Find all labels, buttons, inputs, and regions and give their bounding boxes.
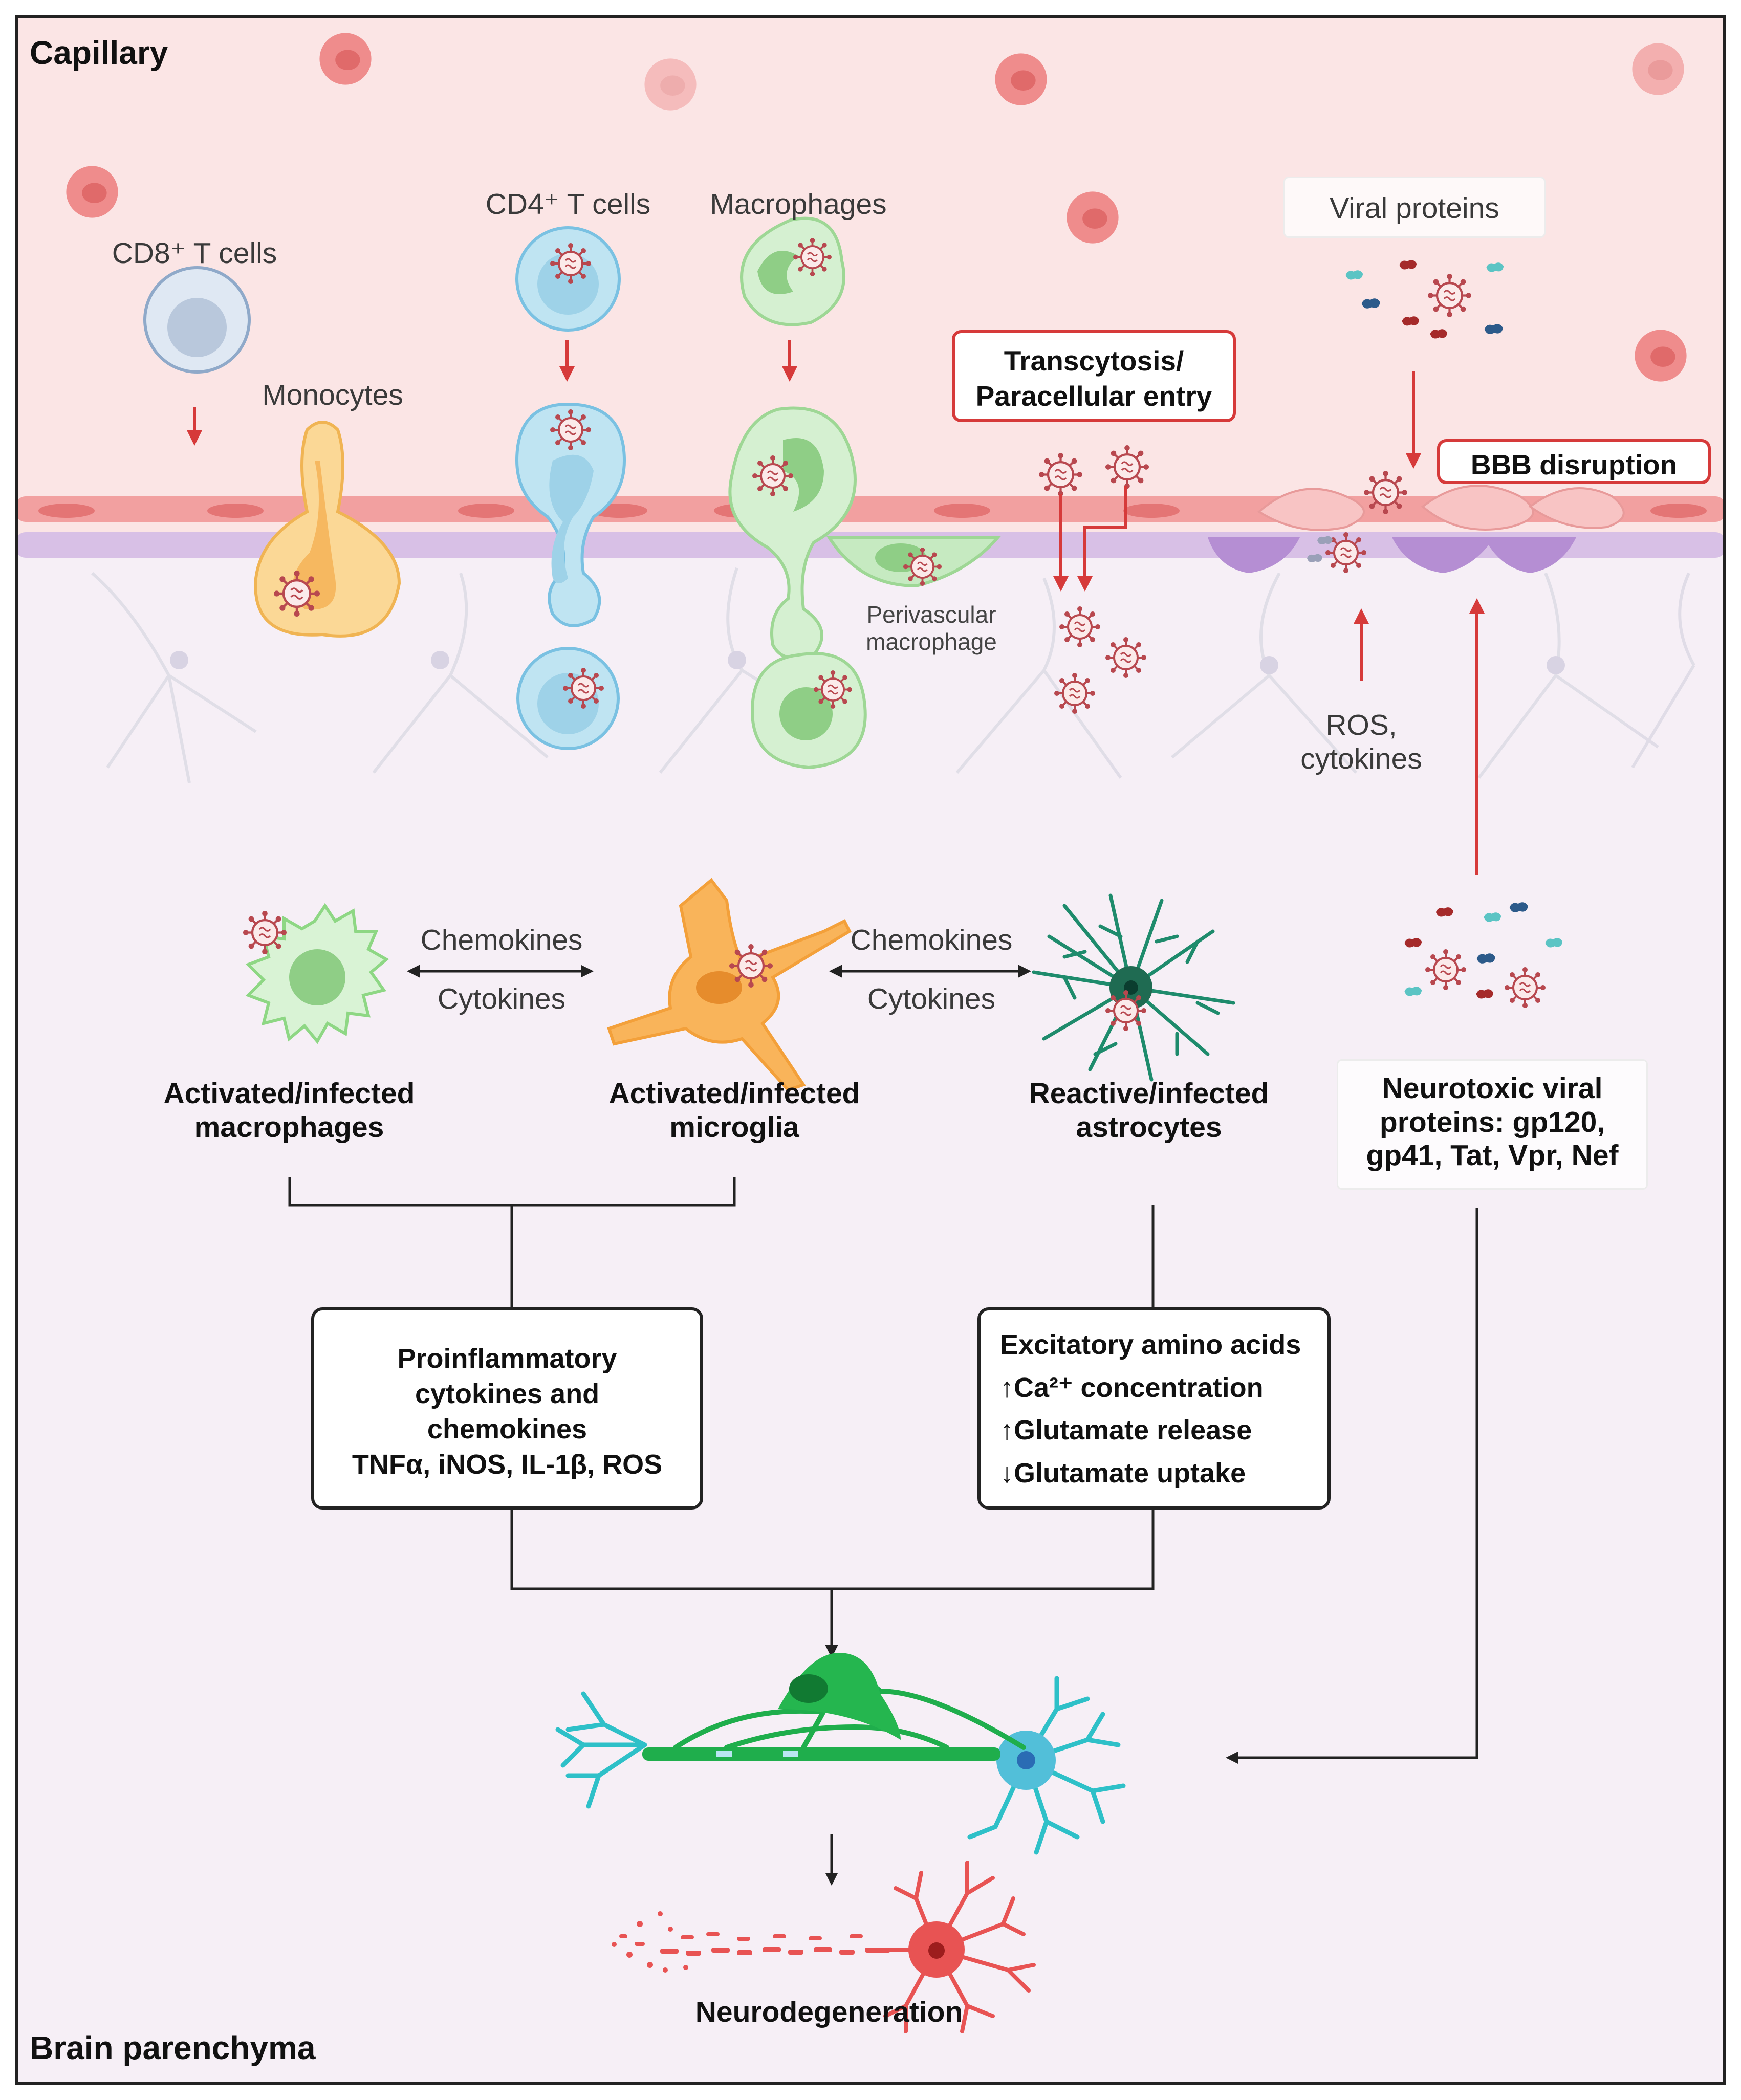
virus-icon (1039, 453, 1082, 496)
neurodegeneration-label: Neurodegeneration (695, 1996, 963, 2028)
proinflammatory-box: Proinflammatory cytokines and chemokines… (311, 1307, 703, 1510)
red-blood-cell (1067, 191, 1119, 244)
cd8-t-cells-label: CD8⁺ T cells (112, 237, 277, 270)
excitatory-title: Excitatory amino acids (1000, 1329, 1301, 1360)
virus-icon (793, 238, 832, 276)
red-blood-cell (66, 166, 118, 218)
virus-icon (550, 409, 591, 450)
ros-cytokines-label: ROS,cytokines (1300, 709, 1422, 775)
transcytosis-box: Transcytosis/Paracellular entry (952, 330, 1236, 422)
viral-proteins-label: Viral proteins (1330, 192, 1499, 225)
macrophages-label: Macrophages (710, 188, 887, 221)
virus-icon (1428, 274, 1471, 317)
red-blood-cell (644, 58, 697, 111)
virus-icon (903, 548, 942, 586)
virus-icon (1054, 673, 1095, 714)
virus-icon (1364, 471, 1407, 514)
macrophage-parenchyma (750, 652, 867, 770)
virus-icon (729, 944, 773, 988)
right-cytokines-label: Cytokines (867, 982, 996, 1015)
neurotoxic-panel (1337, 1059, 1648, 1190)
excitatory-amino-acids-box: Excitatory amino acids ↑Ca²⁺ concentrati… (977, 1307, 1331, 1510)
monocytes-label: Monocytes (262, 379, 403, 411)
virus-icon (752, 455, 793, 496)
brain-parenchyma-bg (15, 537, 1726, 2085)
virus-icon (274, 571, 320, 617)
viral-proteins-panel (1283, 177, 1546, 238)
cd4-t-cell (515, 226, 621, 332)
healthy-neuron (555, 1653, 1126, 1855)
transcytosis-arrows (1053, 486, 1127, 592)
virus-icon (1105, 637, 1146, 678)
virus-icon (1505, 967, 1546, 1008)
diagram-frame (15, 15, 1726, 2085)
virus-icon (814, 670, 852, 709)
left-cytokines-label: Cytokines (437, 982, 566, 1015)
degenerating-neuron (612, 1861, 1036, 2033)
virus-icon (1425, 949, 1466, 990)
glial-nuclei (170, 651, 1565, 674)
virus-icon (563, 668, 604, 709)
cd4-t-cell-transmigrating (515, 402, 626, 750)
excitatory-item: ↓Glutamate uptake (1000, 1458, 1246, 1489)
red-blood-cell (1632, 43, 1684, 95)
virus-icon (243, 911, 287, 954)
cd8-t-cell (143, 266, 251, 374)
excitatory-item: ↑Ca²⁺ concentration (1000, 1372, 1264, 1403)
red-blood-cell (1635, 330, 1687, 382)
red-blood-cell (319, 33, 372, 85)
disrupted-endothelium (1257, 485, 1625, 531)
activated-macrophage-cell (245, 903, 389, 1044)
left-chemokines-label: Chemokines (420, 924, 583, 956)
macrophage (740, 216, 845, 326)
virus-icon (1059, 606, 1100, 647)
excitatory-item: ↑Glutamate release (1000, 1415, 1252, 1446)
brain-parenchyma-label: Brain parenchyma (30, 2029, 316, 2066)
right-chemokines-label: Chemokines (850, 924, 1013, 956)
virus-icon (550, 243, 591, 284)
virus-icon (1105, 445, 1149, 489)
reactive-astrocyte-cell (1032, 893, 1235, 1082)
red-blood-cell (995, 53, 1047, 105)
capillary-label: Capillary (30, 34, 168, 71)
cd4-t-cells-label: CD4⁺ T cells (485, 188, 651, 221)
flow-connectors (288, 1177, 1478, 1886)
virus-icon (1105, 990, 1146, 1031)
bbb-disruption-box: BBB disruption (1437, 439, 1711, 484)
disrupted-basement (1208, 537, 1576, 573)
